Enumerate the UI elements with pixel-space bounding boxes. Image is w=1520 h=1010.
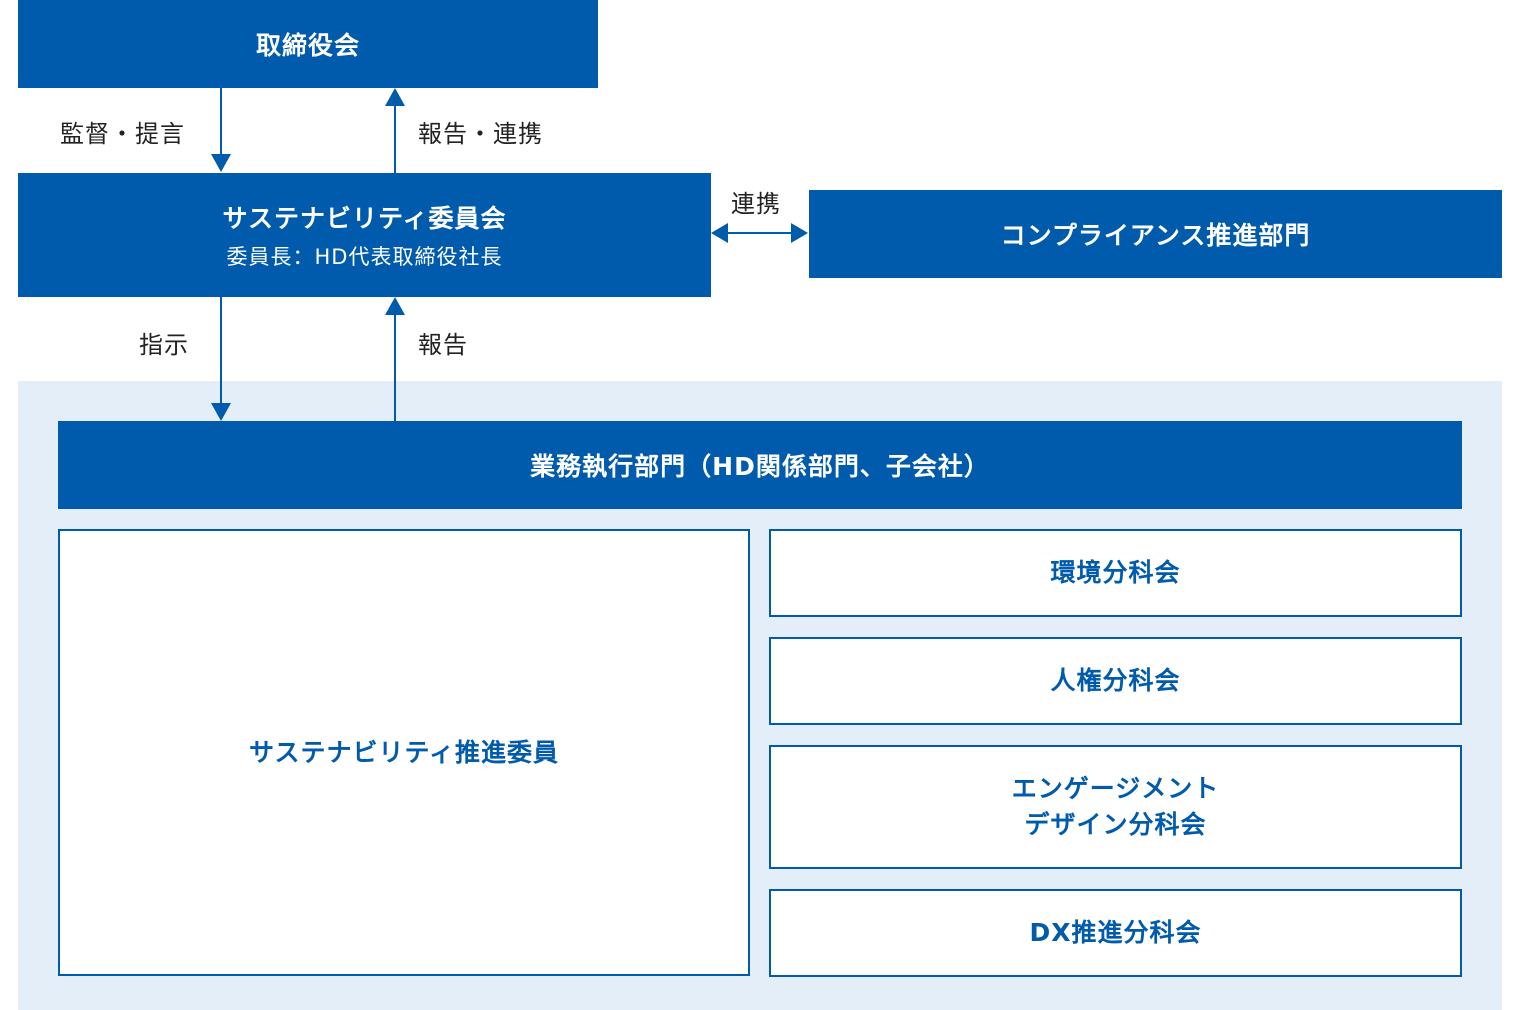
committee-chair: 委員長：HD代表取締役社長 [226, 245, 503, 269]
subcommittee-environment: 環境分科会 [769, 529, 1462, 617]
board-box: 取締役会 [18, 0, 598, 88]
subcommittee-human-rights: 人権分科会 [769, 637, 1462, 725]
supervise-arrow [211, 88, 231, 172]
subcommittee-label-line2: デザイン分科会 [1024, 810, 1207, 839]
report-link-arrow [385, 88, 405, 173]
link-label: 連携 [731, 190, 781, 218]
committee-title: サステナビリティ委員会 [222, 204, 507, 233]
promoters-box: サステナビリティ推進委員 [58, 529, 750, 976]
subcommittee-dx: DX推進分科会 [769, 889, 1462, 977]
execution-box: 業務執行部門（HD関係部門、子会社） [58, 421, 1462, 509]
instruct-label: 指示 [139, 331, 189, 359]
subcommittee-label: 環境分科会 [1050, 558, 1181, 587]
instruct-arrow [211, 297, 231, 421]
report-link-label: 報告・連携 [418, 120, 543, 148]
compliance-title: コンプライアンス推進部門 [1000, 221, 1311, 250]
subcommittee-label-line1: エンゲージメント [1011, 774, 1220, 803]
report-label: 報告 [418, 331, 468, 359]
committee-box: サステナビリティ委員会 委員長：HD代表取締役社長 [18, 173, 711, 297]
compliance-box: コンプライアンス推進部門 [809, 190, 1502, 278]
board-title: 取締役会 [255, 31, 360, 60]
subcommittee-label: 人権分科会 [1050, 666, 1181, 695]
subcommittee-engagement-design: エンゲージメント デザイン分科会 [769, 745, 1462, 869]
promoters-title: サステナビリティ推進委員 [248, 737, 559, 767]
supervise-label: 監督・提言 [60, 120, 185, 148]
execution-title: 業務執行部門（HD関係部門、子会社） [530, 452, 990, 481]
report-arrow [385, 297, 405, 421]
subcommittee-label: DX推進分科会 [1029, 918, 1202, 947]
link-arrow [711, 223, 808, 243]
